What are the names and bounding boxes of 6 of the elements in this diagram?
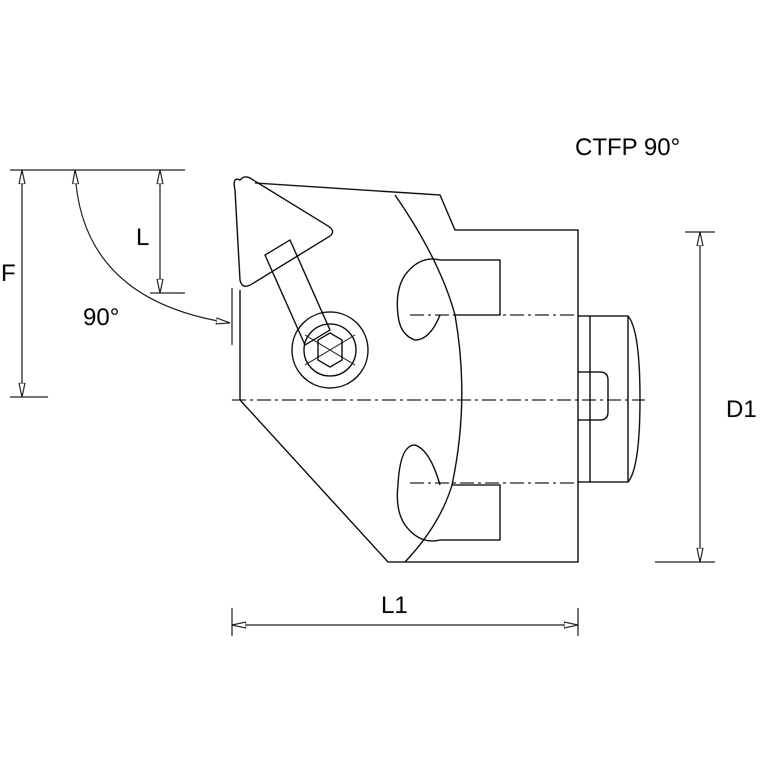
dimension-label: L1 xyxy=(381,594,408,618)
dimension-label: F xyxy=(1,262,16,286)
angle-label: 90° xyxy=(83,306,120,330)
dimension-label: L xyxy=(136,226,150,250)
dimension-label: D1 xyxy=(726,398,757,422)
designation-label: CTFP 90° xyxy=(575,136,680,160)
